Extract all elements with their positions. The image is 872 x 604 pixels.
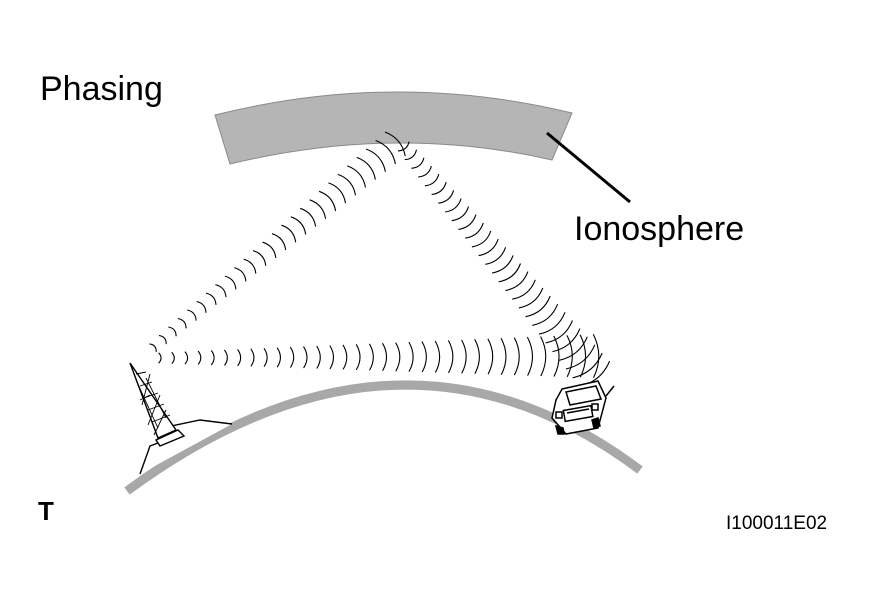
wave-front-direct xyxy=(368,343,374,371)
wave-front-down xyxy=(478,238,499,257)
wave-front-down xyxy=(565,344,596,370)
wave-front-up xyxy=(243,258,257,274)
wave-front-direct xyxy=(303,346,308,369)
wave-front-down xyxy=(424,173,440,187)
ionosphere-label: Ionosphere xyxy=(574,210,745,248)
wave-front-down xyxy=(532,303,559,326)
wave-front-down xyxy=(525,295,551,318)
wave-front-direct xyxy=(250,348,255,367)
wave-front-down xyxy=(451,206,470,222)
wave-front-up xyxy=(365,148,386,172)
wave-front-up xyxy=(205,292,217,305)
wave-front-up xyxy=(149,343,157,352)
wave-front-down xyxy=(545,320,574,344)
wave-front-down xyxy=(538,312,566,335)
radio-wave-fronts xyxy=(149,131,611,388)
wave-front-up xyxy=(318,190,337,212)
wave-front-direct xyxy=(263,347,268,368)
wave-front-down xyxy=(418,165,432,178)
wave-front-direct xyxy=(210,350,215,366)
wave-front-down xyxy=(471,230,492,248)
ionosphere-leader-line xyxy=(546,131,631,204)
wave-front-up xyxy=(234,267,247,282)
wave-front-up xyxy=(356,156,376,180)
vehicle-icon xyxy=(551,380,615,435)
wave-front-direct xyxy=(237,349,242,367)
wave-front-up xyxy=(375,139,396,165)
wave-front-direct xyxy=(421,341,427,373)
wave-front-direct xyxy=(197,350,202,365)
wave-front-direct xyxy=(382,342,388,371)
wave-front-direct xyxy=(408,341,414,372)
wave-front-direct xyxy=(355,344,361,371)
wave-front-direct xyxy=(513,337,520,376)
wave-front-down xyxy=(444,198,462,213)
wave-front-down xyxy=(559,336,588,361)
wave-front-down xyxy=(438,190,455,204)
wave-front-direct xyxy=(434,340,441,373)
wave-front-direct xyxy=(553,335,560,377)
wave-front-up xyxy=(252,250,267,266)
wave-front-direct xyxy=(223,349,228,366)
wave-front-direct xyxy=(461,339,467,374)
wave-front-direct xyxy=(316,345,321,369)
wave-front-down xyxy=(485,247,507,265)
wave-front-direct xyxy=(342,344,348,370)
wave-front-up xyxy=(177,317,187,329)
wave-front-up xyxy=(187,309,197,321)
wave-front-down xyxy=(552,328,581,353)
wave-front-direct xyxy=(184,351,189,365)
wave-front-up xyxy=(168,326,177,337)
wave-front-down xyxy=(458,214,477,230)
wave-front-up xyxy=(309,199,327,219)
wave-front-down xyxy=(465,222,484,239)
wave-front-direct xyxy=(526,336,534,376)
wave-front-direct xyxy=(447,340,454,374)
diagram-title: Phasing xyxy=(40,70,163,108)
wave-front-direct xyxy=(171,351,175,365)
wave-front-down xyxy=(397,141,410,152)
wave-front-up xyxy=(271,233,287,251)
wave-front-down xyxy=(498,263,522,283)
wave-front-up xyxy=(328,182,347,204)
wave-front-up xyxy=(347,165,367,188)
wave-front-direct xyxy=(487,338,494,375)
wave-front-up xyxy=(337,173,357,196)
radio-tower-icon xyxy=(129,362,233,475)
wave-front-direct xyxy=(540,336,547,377)
figure-code: I100011E02 xyxy=(726,513,828,534)
wave-front-up xyxy=(224,275,237,290)
wave-front-down xyxy=(512,279,536,300)
wave-front-down xyxy=(572,352,603,379)
wave-front-direct xyxy=(158,352,162,364)
wave-front-up xyxy=(281,224,297,243)
wave-front-direct xyxy=(329,345,335,370)
wave-front-up xyxy=(196,300,207,313)
wave-front-direct xyxy=(395,342,401,372)
wave-front-direct xyxy=(592,334,600,379)
wave-front-direct xyxy=(579,334,587,378)
wave-front-down xyxy=(491,255,514,274)
corner-label: T xyxy=(38,496,54,526)
wave-front-direct xyxy=(500,337,507,375)
wave-front-up xyxy=(290,216,307,235)
wave-front-down xyxy=(518,287,544,309)
wave-front-direct xyxy=(276,347,281,368)
wave-front-up xyxy=(300,207,317,227)
wave-front-direct xyxy=(474,339,480,375)
wave-front-up xyxy=(262,241,277,258)
wave-front-down xyxy=(505,271,529,292)
wave-front-direct xyxy=(566,335,573,378)
wave-front-direct xyxy=(289,346,295,368)
ionosphere-band xyxy=(214,91,573,165)
wave-front-up xyxy=(158,334,167,345)
wave-front-down xyxy=(404,149,418,161)
wave-front-up xyxy=(215,284,227,298)
wave-front-up xyxy=(384,131,406,157)
wave-front-down xyxy=(431,182,447,196)
wave-front-down xyxy=(411,157,425,169)
